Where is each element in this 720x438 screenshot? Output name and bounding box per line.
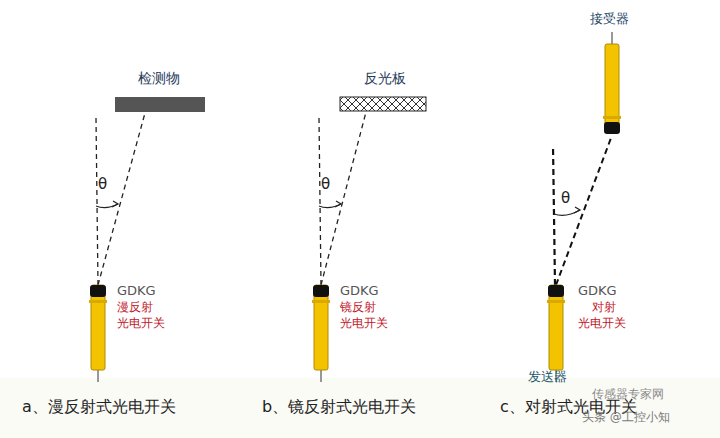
reflector-label: 反光板 [364,70,406,86]
sensor-ring [547,300,565,303]
angle-arrow [335,201,341,207]
switch-type: 镜反射 [340,301,376,315]
sensor-ring [312,300,330,303]
reflector-hatch [340,97,426,111]
sensor-body [91,285,105,370]
switch-type: 光电开关 [340,317,388,331]
switch-type: 光电开关 [578,317,626,331]
panel-caption: a、漫反射式光电开关 [22,398,176,416]
sensor-ring [89,300,107,303]
receiver-cap [604,122,620,134]
sensor-cap [90,285,106,297]
beam-axis [553,145,555,285]
switch-type: 光电开关 [117,317,165,331]
sensor-cap [313,285,329,297]
panel-caption: b、镜反射式光电开关 [262,398,416,416]
sensor [547,285,565,382]
model-name: GDKG [578,284,617,299]
angle-symbol: θ [561,190,570,207]
bottom-band [0,378,720,438]
angle-symbol: θ [98,176,107,193]
angle-arrow [574,207,580,213]
beam-line [321,112,366,285]
beam-axis [319,118,321,285]
receiver-ring [603,116,621,119]
detected-object [115,97,205,112]
sensor [89,285,107,382]
model-name: GDKG [117,284,156,299]
sensor-body [314,285,328,370]
sensor-cap [548,285,564,297]
object-label: 检测物 [138,70,180,86]
model-name: GDKG [340,284,379,299]
angle-arc [554,210,580,215]
watermark: 头条 @工控小知 [582,411,670,425]
sensor [312,285,330,382]
receiver [603,32,621,134]
cable [97,370,99,382]
beam-axis [96,118,98,285]
reflector-plate [340,97,426,111]
receiver-label: 接受器 [590,12,629,27]
sensor-body [549,285,563,370]
angle-arrow [112,201,118,207]
watermark: 传感器专家网 [592,388,664,402]
angle-symbol: θ [321,176,330,193]
transmitter-label: 发送器 [528,370,567,385]
switch-type: 对射 [592,301,616,315]
beam-line [556,138,611,285]
cable [611,32,613,44]
beam-line [98,113,145,285]
cable [320,370,322,382]
switch-type: 漫反射 [117,301,153,315]
